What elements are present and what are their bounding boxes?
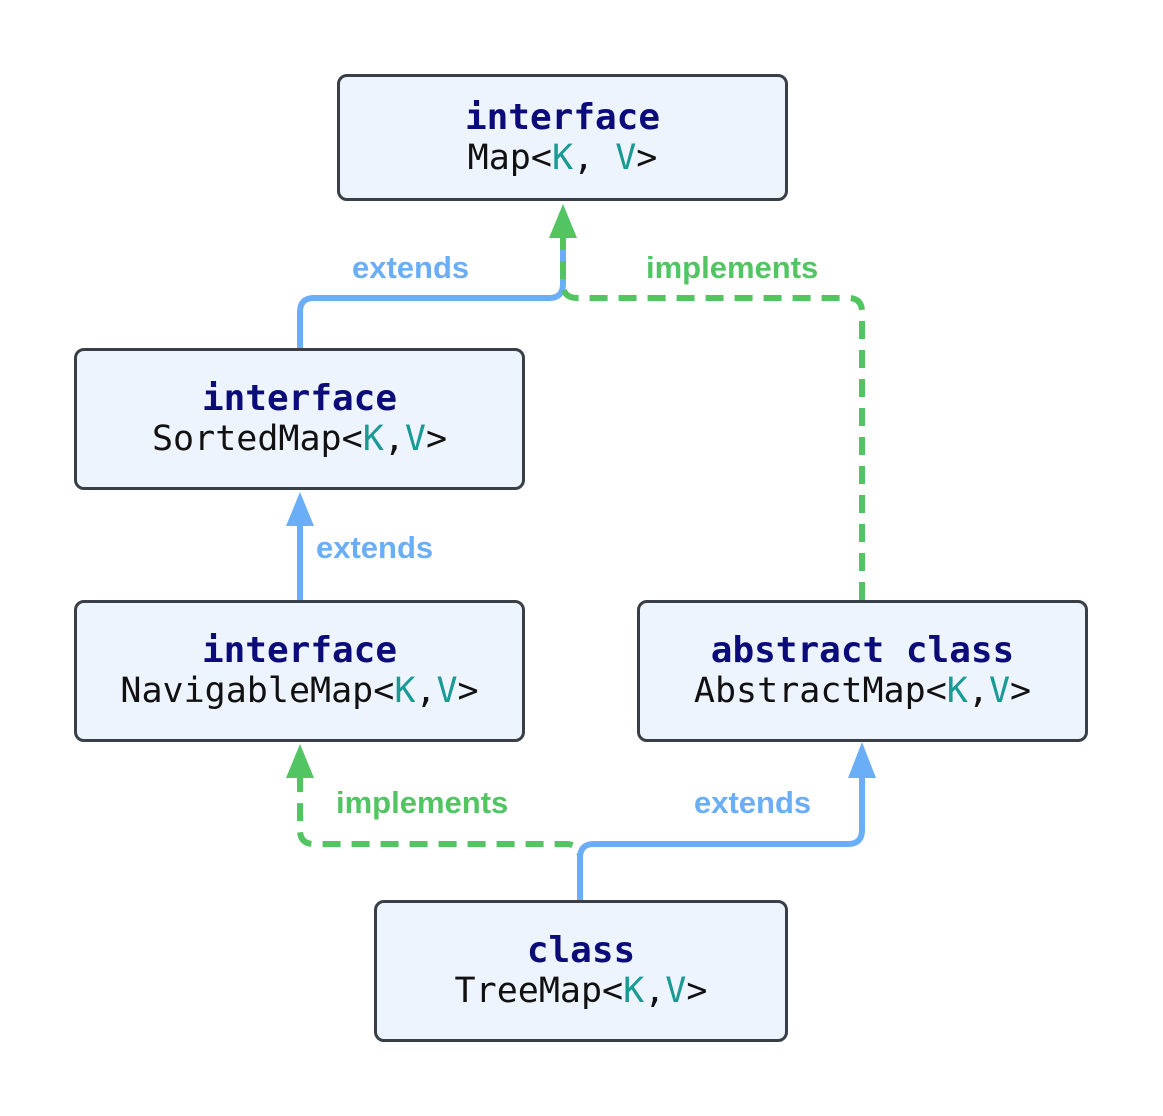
node-navigablemap-sep: , (415, 671, 437, 711)
node-treemap-close: > (686, 971, 708, 1011)
node-map-sep: , (573, 137, 616, 178)
node-navigablemap-close: > (457, 671, 479, 711)
node-abstractmap-close: > (1010, 671, 1032, 711)
node-sortedmap-type-k: K (362, 419, 384, 459)
label-abstractmap-implements-map: implements (646, 250, 819, 285)
node-abstractmap-name: AbstractMap< (693, 671, 947, 711)
edge-treemap-extends-abstractmap (577, 774, 865, 900)
node-map-type-k: K (551, 137, 574, 178)
arrowhead-map (549, 204, 577, 238)
label-treemap-implements-navigablemap: implements (336, 785, 509, 820)
node-navigablemap-keyword: interface (201, 630, 398, 671)
node-map: interface Map<K, V> (337, 74, 788, 201)
node-abstractmap-sep: , (967, 671, 989, 711)
edge-treemap-implements-navigablemap (297, 774, 583, 900)
edge-abstractmap-implements-map (560, 234, 865, 600)
node-map-type-v: V (615, 137, 637, 178)
node-abstractmap-type-v: V (988, 671, 1011, 711)
node-abstractmap-keyword: abstract class (710, 630, 1015, 671)
node-treemap-name: TreeMap< (454, 971, 624, 1011)
arrowhead-navigablemap (286, 744, 314, 778)
node-sortedmap-signature: SortedMap<K,V> (152, 419, 447, 459)
node-sortedmap: interface SortedMap<K,V> (74, 348, 525, 490)
node-abstractmap-type-k: K (946, 671, 968, 711)
label-treemap-extends-abstractmap: extends (694, 785, 812, 820)
label-sortedmap-extends-map: extends (352, 250, 470, 285)
node-treemap-signature: TreeMap<K,V> (455, 971, 708, 1011)
node-navigablemap-type-v: V (436, 671, 458, 711)
node-treemap-keyword: class (526, 930, 636, 971)
node-map-name: Map< (467, 137, 552, 178)
node-treemap-type-v: V (665, 971, 687, 1011)
edge-sortedmap-extends-map (297, 234, 566, 348)
node-abstractmap-signature: AbstractMap<K,V> (694, 671, 1031, 711)
node-sortedmap-close: > (425, 419, 448, 459)
arrowhead-sortedmap (286, 492, 314, 526)
node-sortedmap-name: SortedMap< (151, 419, 363, 459)
node-map-keyword: interface (464, 96, 661, 138)
node-sortedmap-sep: , (383, 419, 405, 459)
node-sortedmap-keyword: interface (201, 378, 398, 419)
node-navigablemap-type-k: K (394, 671, 416, 711)
arrowhead-abstractmap (848, 742, 876, 778)
node-treemap-type-k: K (623, 971, 645, 1011)
node-treemap-sep: , (644, 971, 666, 1011)
node-map-signature: Map<K, V> (468, 138, 658, 178)
node-treemap: class TreeMap<K,V> (374, 900, 788, 1042)
node-map-close: > (636, 137, 658, 178)
node-navigablemap-signature: NavigableMap<K,V> (120, 671, 478, 711)
node-navigablemap: interface NavigableMap<K,V> (74, 600, 525, 742)
node-abstractmap: abstract class AbstractMap<K,V> (637, 600, 1088, 742)
label-navigablemap-extends-sortedmap: extends (316, 530, 434, 565)
node-navigablemap-name: NavigableMap< (120, 671, 395, 711)
node-sortedmap-type-v: V (404, 419, 426, 459)
